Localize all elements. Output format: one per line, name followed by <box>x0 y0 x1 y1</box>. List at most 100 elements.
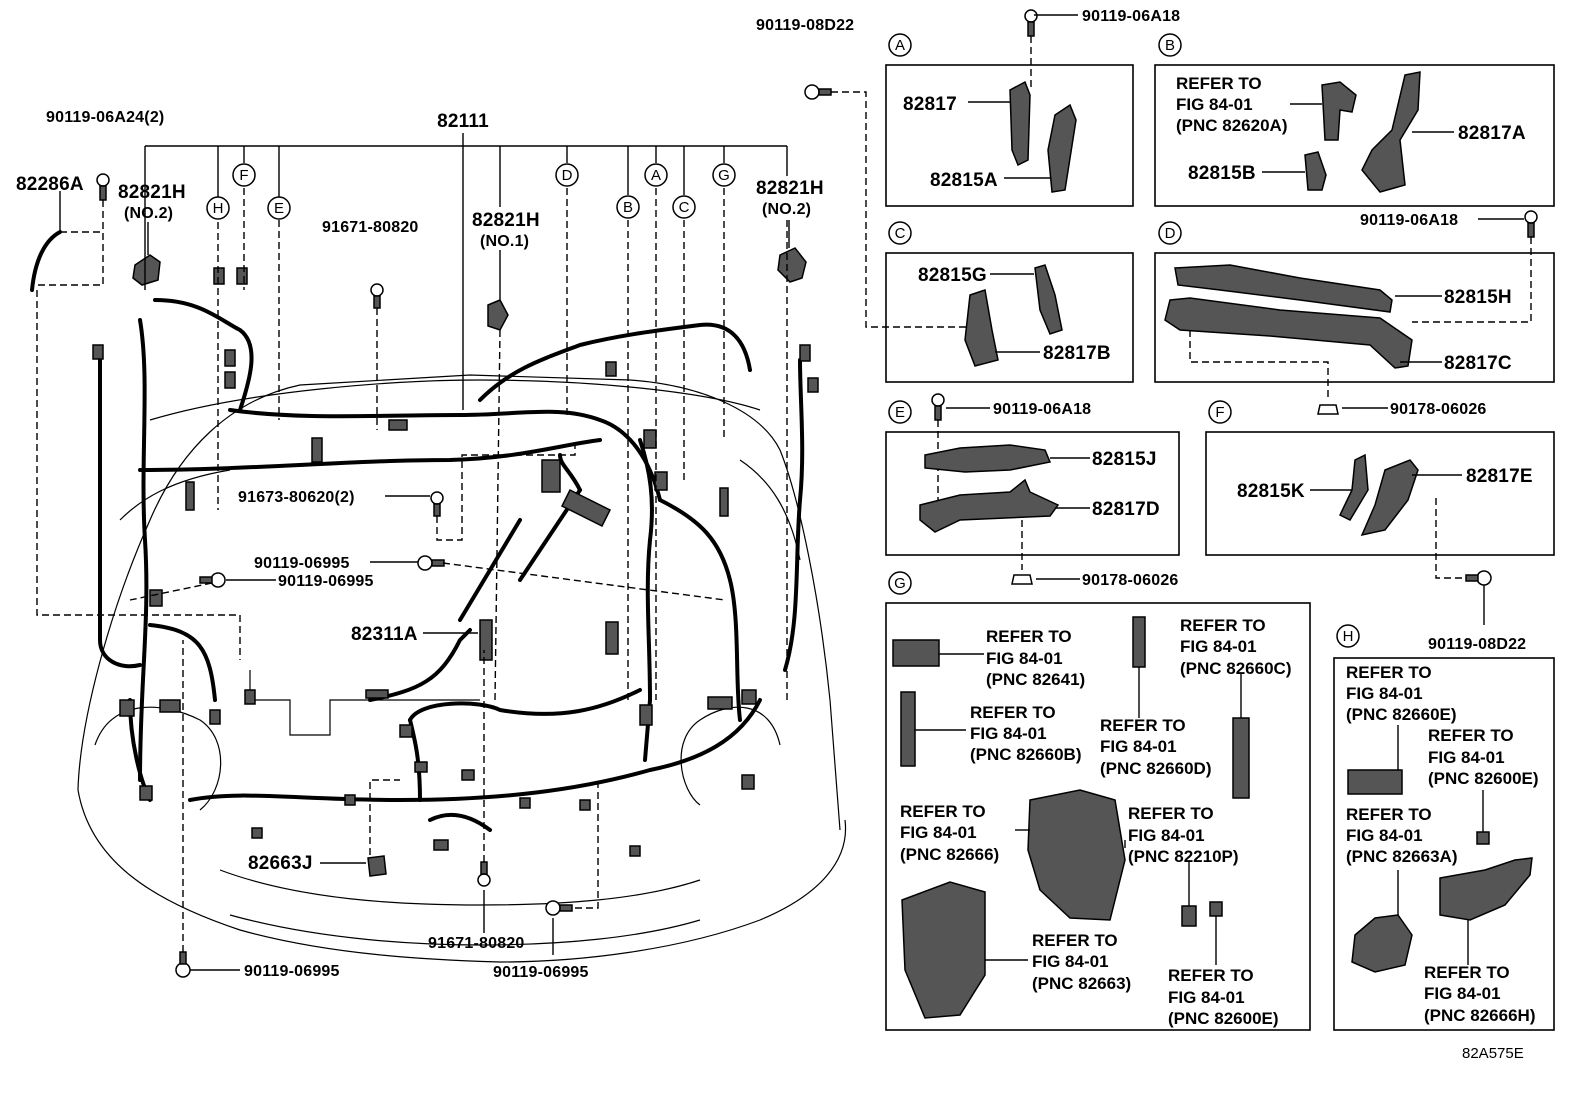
label-90178-06026-D: 90178-06026 <box>1390 401 1487 418</box>
callout-H: H <box>206 196 230 220</box>
panel-G-ref-82663: REFER TO FIG 84-01 (PNC 82663) <box>1032 931 1131 993</box>
label-91671-80820-top: 91671-80820 <box>322 219 419 236</box>
svg-text:FIG 84-01: FIG 84-01 <box>1346 826 1423 845</box>
label-91671-80820-bottom: 91671-80820 <box>428 935 525 952</box>
svg-text:FIG 84-01: FIG 84-01 <box>1180 637 1257 656</box>
panel-B: B REFER TO FIG 84-01 (PNC 82620A) 82817A… <box>1154 33 1555 207</box>
svg-text:REFER TO: REFER TO <box>986 627 1072 646</box>
callout-E: E <box>267 196 291 220</box>
svg-text:FIG 84-01: FIG 84-01 <box>1424 984 1501 1003</box>
svg-text:REFER TO: REFER TO <box>1346 663 1432 682</box>
label-82815A: 82815A <box>930 170 998 191</box>
svg-text:(PNC 82660C): (PNC 82660C) <box>1180 659 1292 678</box>
svg-text:REFER TO: REFER TO <box>1128 804 1214 823</box>
label-82311A: 82311A <box>351 624 418 645</box>
svg-text:F: F <box>239 167 248 184</box>
label-90119-06995-c: 90119-06995 <box>493 964 589 981</box>
svg-text:(PNC 82600E): (PNC 82600E) <box>1428 769 1539 788</box>
label-90119-06995-d: 90119-06995 <box>244 963 340 980</box>
svg-text:G: G <box>894 575 906 592</box>
label-82821H-middle-sub: (NO.1) <box>480 233 529 250</box>
label-82815H: 82815H <box>1444 287 1512 308</box>
clamp-82821H-left <box>132 254 161 286</box>
svg-text:H: H <box>213 200 224 217</box>
panel-G-ref-82660D: REFER TO FIG 84-01 (PNC 82660D) <box>1100 716 1212 778</box>
label-90119-06A18-D: 90119-06A18 <box>1360 212 1458 229</box>
panel-D: D 82815H 82817C 90119-06A18 90178-06026 <box>1154 210 1555 418</box>
svg-text:FIG 84-01: FIG 84-01 <box>1346 684 1423 703</box>
svg-text:D: D <box>1165 225 1176 242</box>
label-90178-06026-E: 90178-06026 <box>1082 572 1179 589</box>
panel-G-ref-82660C: REFER TO FIG 84-01 (PNC 82660C) <box>1180 616 1292 678</box>
panel-B-refer-line2: FIG 84-01 <box>1176 95 1253 114</box>
label-82815G: 82815G <box>918 265 987 286</box>
panel-H-ref-82666H: REFER TO FIG 84-01 (PNC 82666H) <box>1424 963 1536 1025</box>
bolts-main <box>96 9 1038 978</box>
svg-text:(PNC 82660B): (PNC 82660B) <box>970 745 1082 764</box>
panel-C-letter: C <box>888 221 912 245</box>
svg-text:(PNC 82666): (PNC 82666) <box>900 845 999 864</box>
panel-G-ref-82660B: REFER TO FIG 84-01 (PNC 82660B) <box>970 703 1082 764</box>
svg-text:FIG 84-01: FIG 84-01 <box>970 724 1047 743</box>
svg-text:C: C <box>679 199 690 216</box>
svg-text:(PNC 82660E): (PNC 82660E) <box>1346 705 1457 724</box>
svg-text:B: B <box>623 199 633 216</box>
panel-H-ref-82663A: REFER TO FIG 84-01 (PNC 82663A) <box>1346 805 1458 866</box>
callout-A: A <box>644 163 668 187</box>
label-82817E: 82817E <box>1466 466 1533 487</box>
label-82286A: 82286A <box>16 174 84 195</box>
panel-B-letter: B <box>1158 33 1182 57</box>
label-82817A: 82817A <box>1458 123 1526 144</box>
svg-text:(PNC 82663): (PNC 82663) <box>1032 974 1131 993</box>
panel-A-letter: A <box>888 33 912 57</box>
label-82821H-left-sub: (NO.2) <box>124 205 173 222</box>
svg-text:REFER TO: REFER TO <box>1346 805 1432 824</box>
svg-text:FIG 84-01: FIG 84-01 <box>900 823 977 842</box>
label-90119-06995-b: 90119-06995 <box>278 573 374 590</box>
svg-text:G: G <box>718 167 730 184</box>
svg-text:D: D <box>562 167 573 184</box>
svg-text:REFER TO: REFER TO <box>1180 616 1266 635</box>
panel-E: E 90119-06A18 82815J 82817D 90178-06026 <box>885 393 1180 589</box>
panel-B-refer-line3: (PNC 82620A) <box>1176 116 1288 135</box>
callout-C: C <box>672 195 696 219</box>
wire-harness-82111 <box>98 298 805 832</box>
svg-text:(PNC 82666H): (PNC 82666H) <box>1424 1006 1536 1025</box>
svg-text:(PNC 82600E): (PNC 82600E) <box>1168 1009 1279 1028</box>
panel-E-letter: E <box>888 400 912 424</box>
svg-text:B: B <box>1165 37 1175 54</box>
panel-A: A 82817 82815A <box>885 33 1134 207</box>
label-82817B: 82817B <box>1043 343 1111 364</box>
callout-D: D <box>555 163 579 187</box>
label-82815B: 82815B <box>1188 163 1256 184</box>
panel-H: H REFER TO FIG 84-01 (PNC 82660E) REFER … <box>1333 624 1555 1031</box>
svg-text:E: E <box>274 200 284 217</box>
clamp-82821H-middle <box>487 299 509 331</box>
main-part-labels: 82111 90119-08D22 90119-06A18 90119-06A2… <box>16 8 1180 981</box>
svg-text:FIG 84-01: FIG 84-01 <box>1032 952 1109 971</box>
cable-82286A <box>30 230 62 292</box>
svg-text:C: C <box>895 225 906 242</box>
clamp-82821H-right <box>777 247 807 283</box>
callout-F: F <box>232 163 256 187</box>
panel-G-ref-82666: REFER TO FIG 84-01 (PNC 82666) <box>900 802 999 864</box>
panel-D-letter: D <box>1158 221 1182 245</box>
svg-text:F: F <box>1215 404 1224 421</box>
callout-B: B <box>616 195 640 219</box>
svg-text:REFER TO: REFER TO <box>970 703 1056 722</box>
label-82815K: 82815K <box>1237 481 1305 502</box>
label-90119-06A18-top: 90119-06A18 <box>1082 8 1180 25</box>
main-dashed-lines <box>36 36 1032 952</box>
label-82821H-right: 82821H <box>756 178 824 199</box>
label-82815J: 82815J <box>1092 449 1157 470</box>
panel-H-letter: H <box>1336 624 1360 648</box>
label-82817C: 82817C <box>1444 353 1512 374</box>
panel-G-letter: G <box>888 571 912 595</box>
svg-text:(PNC 82210P): (PNC 82210P) <box>1128 847 1239 866</box>
panel-H-ref-82600E: REFER TO FIG 84-01 (PNC 82600E) <box>1428 726 1539 788</box>
svg-text:REFER TO: REFER TO <box>1168 966 1254 985</box>
panel-G: G REFER TO FIG 84-01 (PNC 82641) REFER T… <box>885 571 1311 1031</box>
panel-F-letter: F <box>1208 400 1232 424</box>
